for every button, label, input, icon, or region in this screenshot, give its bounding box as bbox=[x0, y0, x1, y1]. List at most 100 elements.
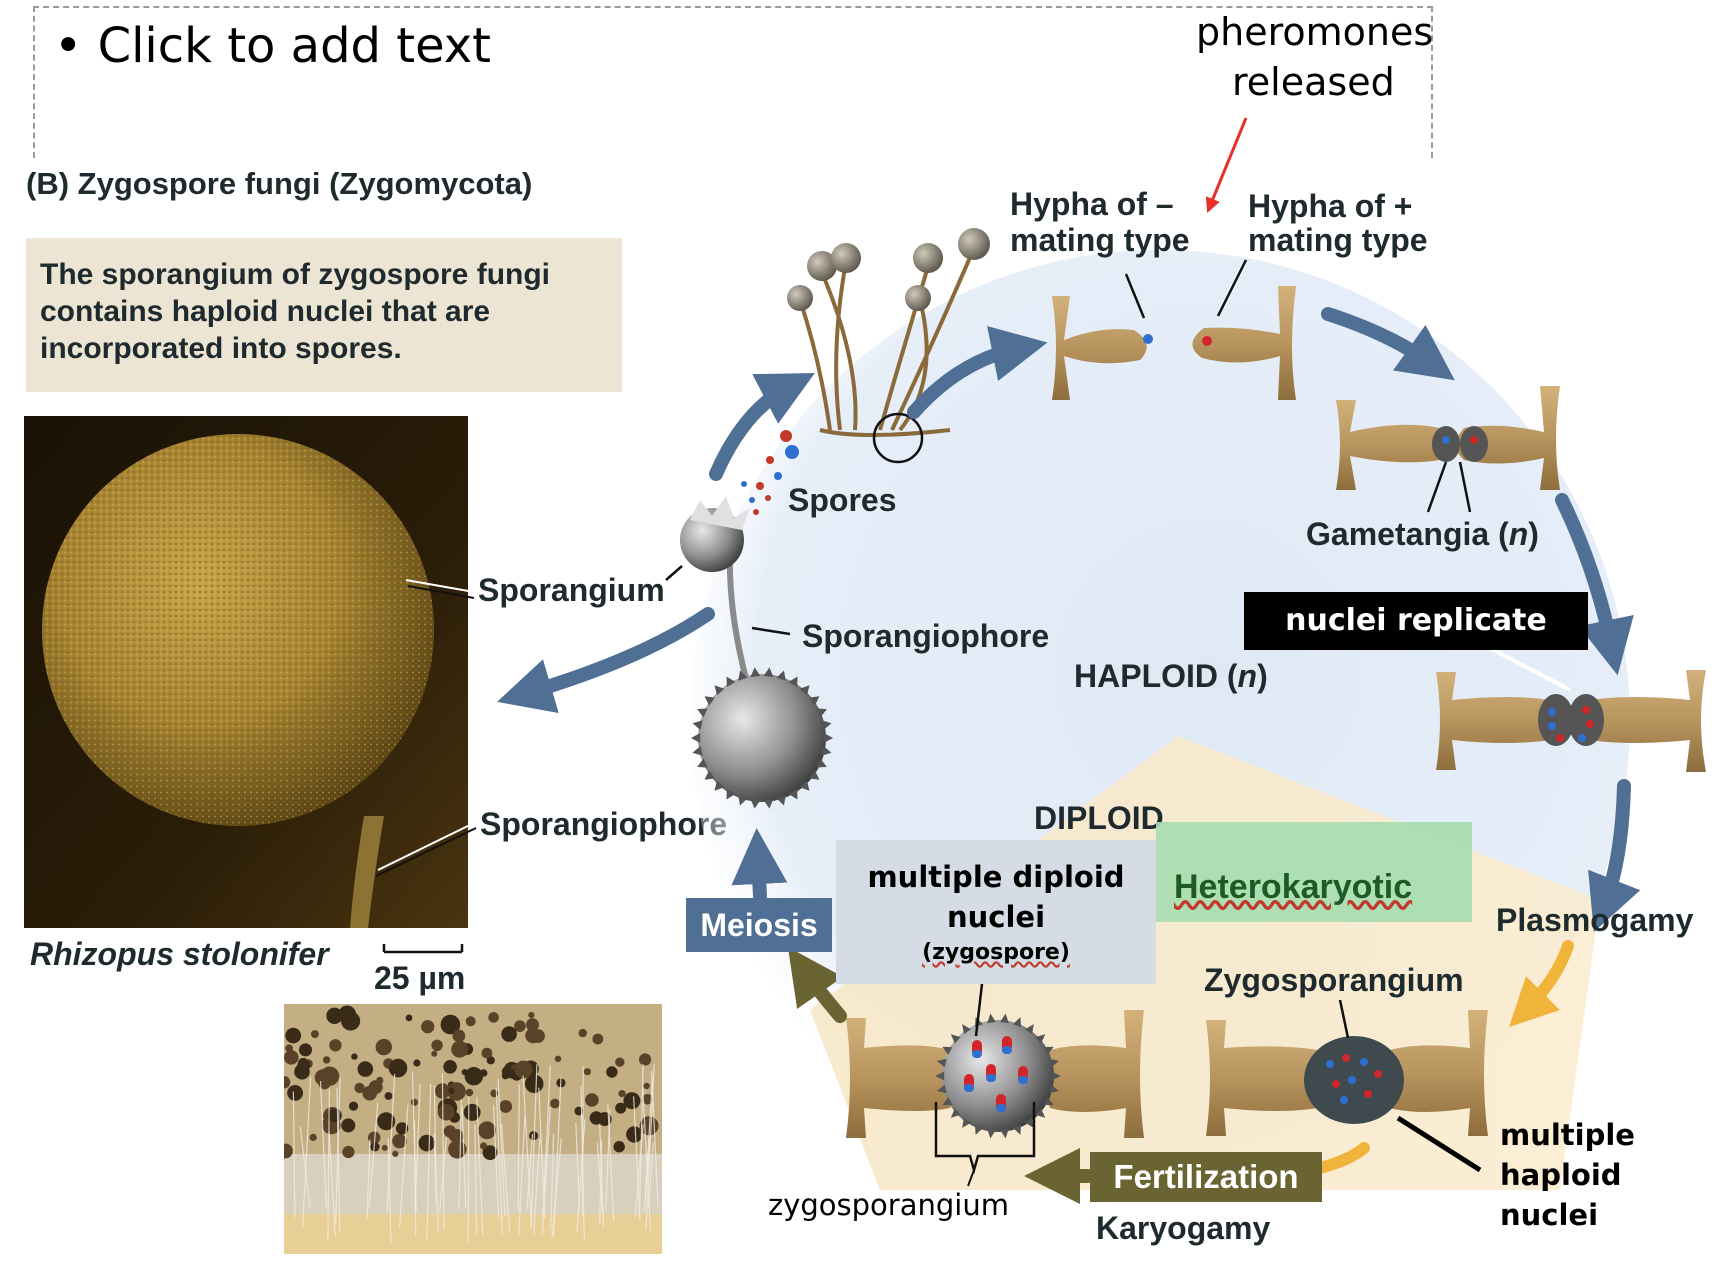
mold-sporangium bbox=[410, 1098, 418, 1106]
replicated-nuclei-stage bbox=[1436, 670, 1706, 772]
mold-sporangium bbox=[448, 1087, 455, 1094]
mold-hypha bbox=[551, 1138, 562, 1238]
diploid-nuclei-line-2: nuclei bbox=[946, 900, 1046, 934]
spike bbox=[750, 667, 761, 678]
mold-sporangium bbox=[392, 1150, 399, 1157]
spike bbox=[1025, 1117, 1034, 1128]
mold-sporangium bbox=[528, 1012, 535, 1019]
mold-sporangium bbox=[452, 1029, 466, 1043]
spike bbox=[1035, 1034, 1046, 1044]
spike bbox=[962, 1024, 971, 1035]
mold-hypha bbox=[533, 1138, 541, 1235]
spike bbox=[763, 667, 774, 678]
mold-sporangium bbox=[310, 1030, 319, 1039]
mold-sporangium bbox=[514, 1024, 522, 1032]
mold-sporangium bbox=[592, 1033, 604, 1045]
gametangia-leader-2 bbox=[1458, 461, 1472, 513]
mold-hypha bbox=[542, 1065, 551, 1218]
mold-sporangium bbox=[554, 1055, 562, 1062]
mold-hypha bbox=[538, 1087, 546, 1218]
spike bbox=[987, 1128, 996, 1139]
mold-hypha bbox=[634, 1124, 644, 1217]
mold-sporangium bbox=[451, 1040, 469, 1058]
mold-sporangium bbox=[375, 1038, 392, 1056]
spike bbox=[726, 789, 736, 800]
zygospore-note: (zygospore) bbox=[922, 940, 1070, 965]
mold-sporangium bbox=[342, 1145, 355, 1159]
spike bbox=[987, 1013, 996, 1024]
mold-hypha bbox=[439, 1137, 447, 1212]
pheromones-label-1: pheromones bbox=[1196, 10, 1434, 54]
hypha-minus-leader bbox=[1124, 273, 1146, 319]
mold-sporangium bbox=[376, 1076, 384, 1084]
text-placeholder[interactable]: • Click to add text bbox=[54, 18, 491, 74]
mold-sporangium bbox=[431, 1050, 438, 1057]
heterokaryotic-label: Heterokaryotic bbox=[1174, 868, 1413, 906]
spike bbox=[936, 1058, 947, 1068]
bracket-tick bbox=[967, 1169, 975, 1187]
spike bbox=[714, 780, 725, 791]
hyphae-pair bbox=[1052, 286, 1296, 400]
panel-title: (B) Zygospore fungi (Zygomycota) bbox=[26, 166, 533, 201]
zygospore-leader bbox=[974, 983, 984, 1037]
mold-hypha bbox=[386, 1073, 396, 1212]
zygospore-spiky-ball bbox=[691, 667, 833, 809]
spike bbox=[697, 708, 708, 718]
mold-sporangium bbox=[285, 1027, 302, 1044]
info-line-3: incorporated into spores. bbox=[40, 332, 402, 365]
sporangium-photo-art bbox=[24, 416, 468, 928]
spike bbox=[1013, 1017, 1022, 1028]
mold-hypha bbox=[411, 1072, 417, 1212]
mold-hypha bbox=[319, 1080, 328, 1210]
mold-sporangium bbox=[481, 1047, 493, 1059]
text-placeholder-frame[interactable] bbox=[33, 6, 1433, 158]
mold-hypha bbox=[607, 1104, 615, 1221]
spike bbox=[726, 676, 736, 687]
spike bbox=[821, 746, 832, 756]
mold-sporangium bbox=[285, 1044, 293, 1053]
mold-hypha bbox=[398, 1104, 409, 1229]
nuclei-replicate-pointer bbox=[1485, 644, 1571, 692]
mold-sporangium bbox=[388, 1058, 408, 1078]
spike bbox=[692, 746, 703, 756]
mold-hypha bbox=[299, 1126, 311, 1209]
sporangiophore-leader bbox=[751, 626, 791, 636]
spike bbox=[1051, 1071, 1061, 1081]
spike bbox=[704, 770, 715, 780]
mold-sporangium bbox=[326, 1007, 343, 1024]
mold-hypha bbox=[495, 1087, 503, 1235]
mold-sporangium bbox=[377, 1112, 396, 1131]
mold-hypha bbox=[328, 1131, 336, 1237]
spike bbox=[962, 1117, 971, 1128]
mold-sporangium bbox=[322, 1056, 331, 1064]
species-name: Rhizopus stolonifer bbox=[30, 936, 329, 972]
diploid-nuclei-tag: multiple diploid nuclei (zygospore) bbox=[836, 840, 1156, 984]
spike bbox=[788, 676, 798, 687]
mold-hypha bbox=[336, 1087, 341, 1233]
photo-leader-lines bbox=[375, 579, 477, 877]
mold-sporangium bbox=[626, 1126, 643, 1143]
mold-sporangium bbox=[465, 1016, 476, 1027]
mold-hypha bbox=[648, 1142, 654, 1207]
mold-hypha bbox=[368, 1102, 379, 1210]
mold-sporangium bbox=[615, 1057, 625, 1067]
spike bbox=[1000, 1013, 1009, 1024]
spike bbox=[738, 670, 748, 681]
mold-sporangium bbox=[613, 1141, 625, 1153]
diploid-nuclei bbox=[964, 1036, 1028, 1112]
info-box: The sporangium of zygospore fungi contai… bbox=[26, 238, 622, 392]
zygosporangium-leader bbox=[1338, 999, 1350, 1039]
sporangiophore-diagram-label: Sporangiophore bbox=[802, 618, 1050, 654]
cycle-arrows bbox=[497, 307, 1641, 933]
mold-hypha bbox=[292, 1091, 296, 1218]
heterokaryotic-tag bbox=[1156, 822, 1472, 922]
spike bbox=[697, 758, 708, 768]
hypha-minus-label-2: mating type bbox=[1010, 222, 1190, 258]
mold-sporangium bbox=[501, 1026, 517, 1042]
mold-sporangium bbox=[529, 1131, 539, 1141]
spike bbox=[950, 1108, 961, 1118]
mold-hypha bbox=[644, 1078, 653, 1205]
scale-bar-label: 25 µm bbox=[374, 960, 466, 996]
spike bbox=[950, 1034, 961, 1044]
mold-sporangium bbox=[615, 1102, 627, 1114]
